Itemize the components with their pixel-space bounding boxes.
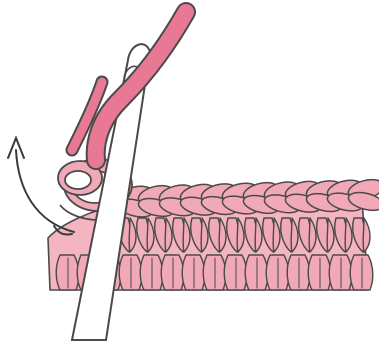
stitch-post — [266, 255, 289, 290]
stitch-post — [161, 255, 184, 290]
stitch-post — [350, 255, 373, 290]
stitch-post — [245, 255, 268, 290]
stitch-post — [119, 255, 142, 290]
stitch-post — [224, 255, 247, 290]
stitch-post — [308, 255, 331, 290]
stitch-post — [182, 255, 205, 290]
stitch-post — [203, 255, 226, 290]
stitch-post — [329, 255, 352, 290]
stitch-post — [56, 255, 79, 290]
stitch-post — [140, 255, 163, 290]
stitch-post — [287, 255, 310, 290]
